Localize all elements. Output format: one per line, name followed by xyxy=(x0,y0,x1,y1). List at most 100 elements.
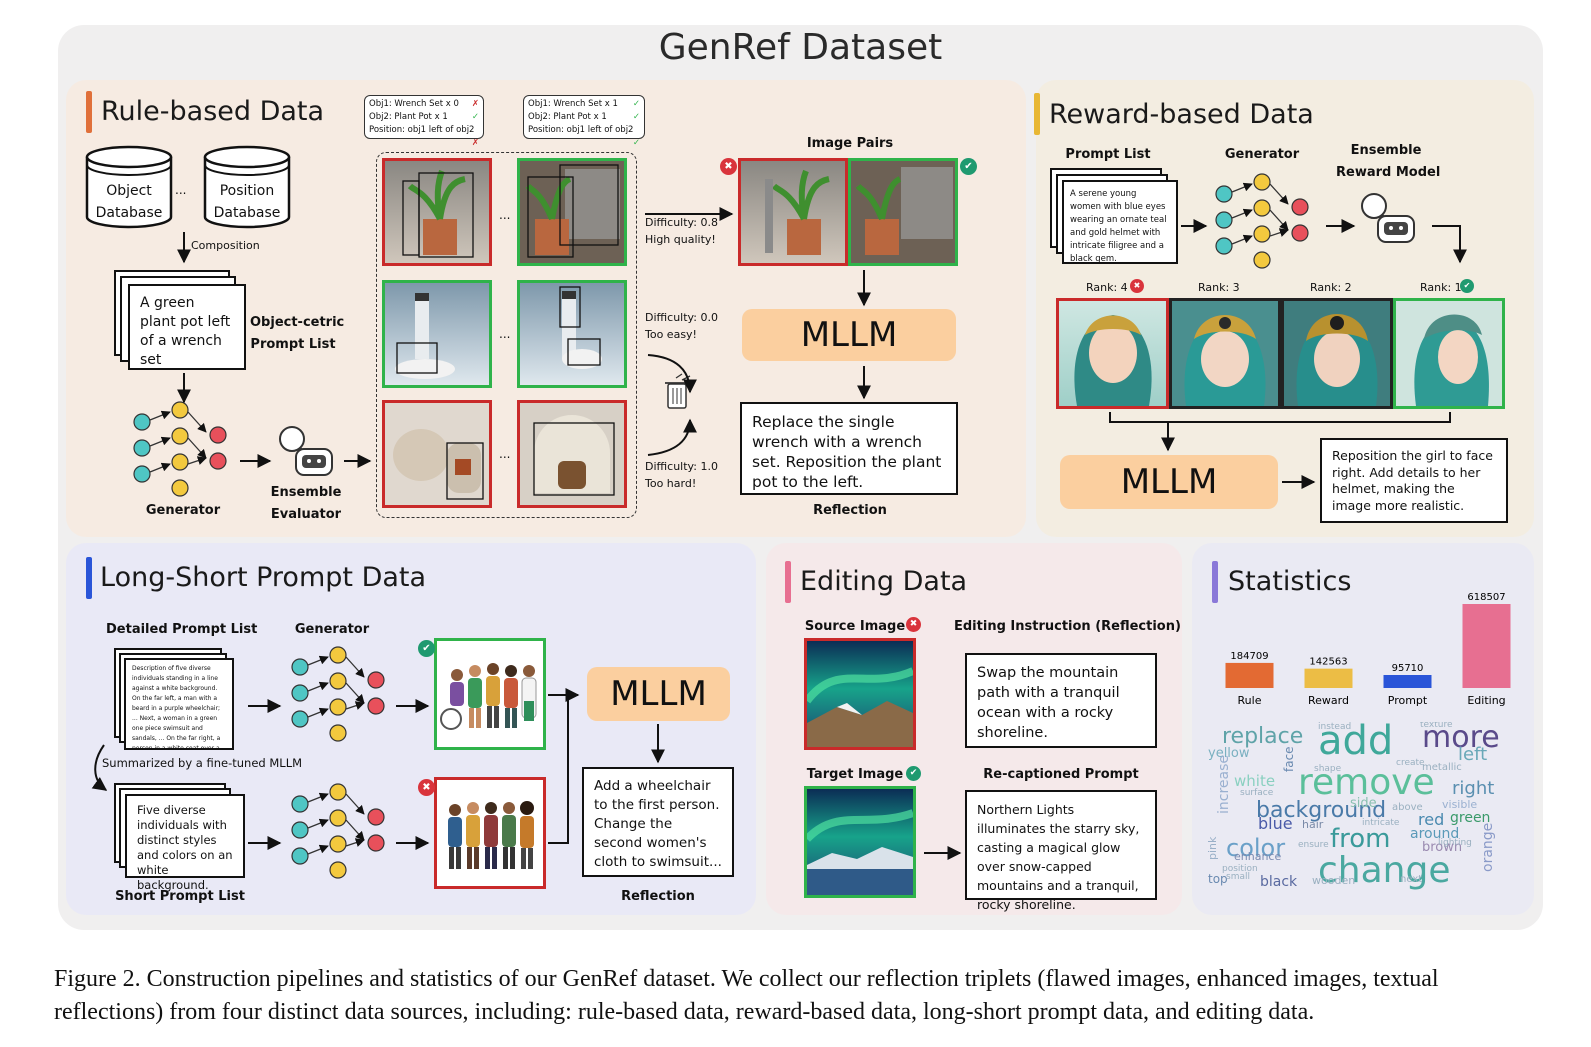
long-generator-icon-top xyxy=(291,646,385,742)
long-generator-icon-bottom xyxy=(291,783,385,879)
editing-accent-bar xyxy=(785,561,791,603)
database-ellipsis: ... xyxy=(175,183,187,197)
bar-value-label: 95710 xyxy=(1392,663,1424,674)
reward-generator-icon xyxy=(1215,173,1309,269)
thumbs-up-icon: ✔ xyxy=(1460,279,1474,293)
detailed-prompt-card: Description of five diverse individuals … xyxy=(124,658,234,750)
cloud-word: top xyxy=(1208,872,1228,886)
recaptioned-prompt-label: Re-captioned Prompt xyxy=(983,767,1139,782)
prompt-list-line2: Prompt List xyxy=(250,337,336,352)
source-aurora-image xyxy=(804,638,916,750)
cloud-word: add xyxy=(1318,722,1394,764)
cloud-word: lighting xyxy=(1438,838,1472,848)
pair-enhanced-image xyxy=(848,158,958,266)
elephant-oven-image-a xyxy=(382,400,492,508)
oven-image-b xyxy=(517,400,627,508)
long-generator-label: Generator xyxy=(294,622,370,637)
long-mllm-box: MLLM xyxy=(587,667,730,721)
editing-instruction-card: Swap the mountain path with a tranquil o… xyxy=(965,653,1157,748)
candidate-image-grid xyxy=(376,152,637,518)
cloud-word: right xyxy=(1452,778,1495,799)
thumbs-up-icon: ✔ xyxy=(960,158,977,175)
bar-rule xyxy=(1225,662,1274,688)
reward-prompt-card: A serene young women with blue eyes wear… xyxy=(1062,180,1178,264)
cloud-word: above xyxy=(1392,802,1423,813)
girl-image-rank-1 xyxy=(1393,298,1505,409)
bar-category-label: Rule xyxy=(1238,694,1262,707)
thumbs-down-icon: ✖ xyxy=(720,158,737,175)
position-db-line2: Database xyxy=(213,205,281,221)
summarized-label: Summarized by a fine-tuned MLLM xyxy=(102,756,303,770)
target-image-label: Target Image xyxy=(806,767,904,782)
ensemble-reward-model-label: Ensemble Reward Model xyxy=(1336,140,1440,184)
cloud-word: brown xyxy=(1422,840,1463,855)
cloud-word: instead xyxy=(1318,722,1352,732)
evaluator-line1: Ensemble xyxy=(270,485,342,500)
bar-prompt xyxy=(1383,675,1432,688)
cloud-word: replace xyxy=(1222,724,1304,749)
cross-icon: ✗ xyxy=(471,138,479,148)
cloud-word: blue xyxy=(1258,814,1293,833)
cloud-word: remove xyxy=(1298,762,1435,803)
object-centric-prompt-list-label: Object-cetric Prompt List xyxy=(250,312,344,356)
rule-reflection-card: Replace the single wrench with a wrench … xyxy=(740,402,958,495)
cloud-word: wooden xyxy=(1312,874,1356,887)
reward-prompt-list-label: Prompt List xyxy=(1065,147,1151,162)
reward-model-line2: Reward Model xyxy=(1336,165,1441,180)
cloud-word: yellow xyxy=(1208,746,1250,761)
girl-image-rank-3 xyxy=(1169,298,1281,409)
cross-icon: ✗ xyxy=(471,99,479,109)
diff2-note: Too easy! xyxy=(645,328,697,341)
cloud-word: intricate xyxy=(1362,818,1400,828)
cloud-word: more xyxy=(1422,722,1500,755)
grid-ellipsis-3: ... xyxy=(499,447,511,461)
rank-3-label: Rank: 3 xyxy=(1198,281,1240,294)
word-cloud: replace add more remove right background… xyxy=(1200,722,1526,904)
cloud-word: small xyxy=(1226,872,1250,882)
cloud-word: red xyxy=(1418,810,1445,829)
target-aurora-image xyxy=(804,786,916,898)
lighthouse-image-b xyxy=(517,280,627,388)
reward-model-line1: Ensemble xyxy=(1350,143,1422,158)
image-pairs-label: Image Pairs xyxy=(806,136,894,151)
diff2-value: Difficulty: 0.0 xyxy=(645,311,718,324)
girl-image-rank-4 xyxy=(1056,298,1169,409)
rank-2-label: Rank: 2 xyxy=(1310,281,1352,294)
cloud-word: color xyxy=(1226,834,1286,862)
object-centric-prompt-card: A green plant pot left of a wrench set xyxy=(128,284,246,370)
thumbs-down-icon: ✖ xyxy=(1130,279,1144,293)
cloud-word: next xyxy=(1400,874,1423,885)
reward-mllm-box: MLLM xyxy=(1060,455,1278,509)
rule-mllm-box: MLLM xyxy=(742,309,956,361)
detailed-prompt-list-label: Detailed Prompt List xyxy=(106,622,258,637)
source-image-label: Source Image xyxy=(804,619,906,634)
bar-editing xyxy=(1462,604,1511,688)
diff3-note: Too hard! xyxy=(645,477,697,490)
long-reflection-card: Add a wheelchair to the first person. Ch… xyxy=(582,767,734,877)
figure-caption: Figure 2. Construction pipelines and sta… xyxy=(54,966,1439,1025)
rule-panel-title: Rule-based Data xyxy=(101,96,325,127)
cloud-word: around xyxy=(1410,826,1460,842)
composition-label: Composition xyxy=(191,239,260,252)
object-database-label: Object Database xyxy=(84,180,174,224)
rule-generator-icon xyxy=(133,401,227,497)
long-reflection-label: Reflection xyxy=(621,889,695,904)
cloud-word: shape xyxy=(1314,764,1342,774)
diff1-note: High quality! xyxy=(645,233,716,246)
pair-flawed-image xyxy=(738,158,848,266)
check-bubble-good: Obj1: Wrench Set x 1✓ Obj2: Plant Pot x … xyxy=(523,95,645,148)
reward-generator-label: Generator xyxy=(1224,147,1300,162)
check-bubble-bad: Obj1: Wrench Set x 0✗ Obj2: Plant Pot x … xyxy=(364,95,484,148)
check-icon: ✓ xyxy=(471,112,479,122)
check-icon: ✓ xyxy=(632,138,640,148)
stats-panel-title: Statistics xyxy=(1228,566,1352,597)
cloud-word: visible xyxy=(1442,798,1478,811)
reward-reflection-card: Reposition the girl to face right. Add d… xyxy=(1320,438,1508,523)
rule-generator-label: Generator xyxy=(145,503,221,518)
lighthouse-image-a xyxy=(382,280,492,388)
cloud-word: green xyxy=(1450,810,1491,826)
cloud-word: black xyxy=(1260,874,1298,890)
